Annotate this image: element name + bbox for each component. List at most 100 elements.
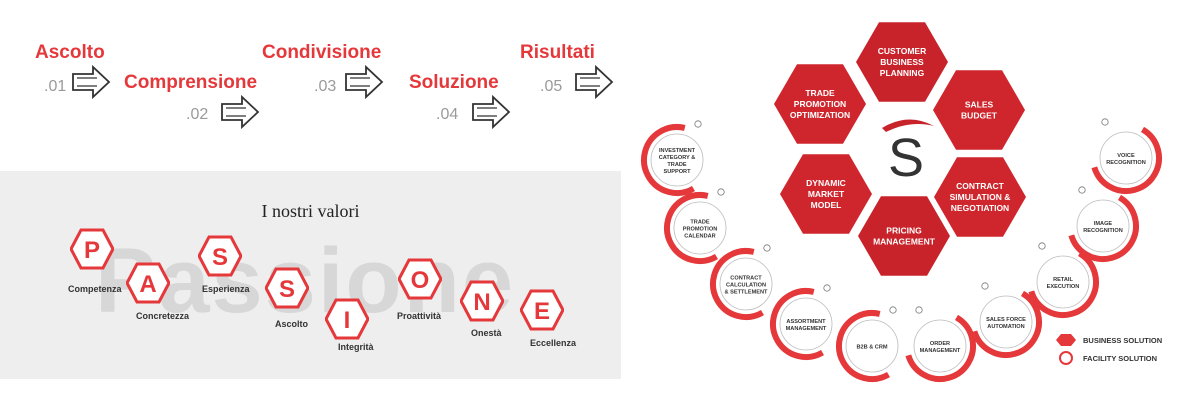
hexagon-shape xyxy=(934,157,1026,237)
business-solution-label: PRICING xyxy=(886,226,922,236)
value-hex: N xyxy=(459,279,505,323)
legend-facility-label: FACILITY SOLUTION xyxy=(1083,354,1157,363)
facility-solution-label: ORDER xyxy=(930,341,950,347)
hexagon-icon: P xyxy=(69,228,115,270)
step-title-soluzione: Soluzione xyxy=(409,72,499,93)
hexagon-icon: A xyxy=(125,262,171,304)
step-title-ascolto: Ascolto xyxy=(35,42,105,63)
arrow-right-icon xyxy=(72,64,111,100)
facility-solution-label: ASSORTMENT xyxy=(786,319,826,325)
facility-solution-label: CONTRACT xyxy=(730,276,762,282)
facility-solution-label: B2B & CRM xyxy=(856,345,887,351)
arrow-right-icon xyxy=(472,94,511,130)
value-word: Competenza xyxy=(68,284,122,294)
value-letter: I xyxy=(344,307,351,334)
business-solution-label: PLANNING xyxy=(880,68,925,78)
business-solution-label: CUSTOMER xyxy=(878,46,927,56)
value-word: Integrità xyxy=(338,342,374,352)
hexagon-shape xyxy=(933,70,1025,150)
step-number: .04 xyxy=(436,106,459,123)
arrow-right-icon xyxy=(221,94,260,130)
facility-solution-label: CATEGORY & xyxy=(659,155,696,161)
connector-dot-icon xyxy=(889,306,897,314)
facility-solution-label: INVESTMENT xyxy=(659,148,696,154)
business-solution-label: MARKET xyxy=(808,189,845,199)
facility-solution-label: EXECUTION xyxy=(1047,284,1080,290)
business-hex-group: CUSTOMERBUSINESSPLANNINGTRADEPROMOTIONOP… xyxy=(774,22,1026,276)
hexagon-icon: E xyxy=(519,289,565,331)
value-word: Eccellenza xyxy=(530,338,577,348)
legend-business-label: BUSINESS SOLUTION xyxy=(1083,336,1162,345)
hexagon-icon: O xyxy=(397,258,443,300)
step-number: .03 xyxy=(314,78,337,95)
hexagon-shape xyxy=(858,196,950,276)
value-letter: O xyxy=(411,267,430,294)
business-solution-label: BUSINESS xyxy=(880,57,924,67)
facility-solution-label: MANAGEMENT xyxy=(786,326,827,332)
value-hex: S xyxy=(264,266,310,310)
step-number: .05 xyxy=(540,78,563,95)
facility-solution-label: & SETTLEMENT xyxy=(725,290,768,296)
business-solution-label: PROMOTION xyxy=(794,99,846,109)
connector-dot-icon xyxy=(694,120,702,128)
business-solution-label: OPTIMIZATION xyxy=(790,110,850,120)
facility-solution-label: TRADE xyxy=(690,220,710,226)
legend-business-hex-icon xyxy=(1056,334,1076,346)
hexagon-icon: N xyxy=(459,280,505,322)
business-solution-label: SALES xyxy=(965,100,994,110)
connector-dot-icon xyxy=(915,306,923,314)
business-solution-label: MANAGEMENT xyxy=(873,237,936,247)
business-solution-label: NEGOTIATION xyxy=(951,203,1009,213)
facility-solution-label: IMAGE xyxy=(1094,221,1113,227)
value-hex: E xyxy=(519,288,565,332)
value-letter: S xyxy=(279,276,295,303)
connector-dot-icon xyxy=(1101,118,1109,126)
facility-solution-label: AUTOMATION xyxy=(987,324,1024,330)
logo-swoosh-icon xyxy=(882,119,934,132)
value-word: Onestà xyxy=(471,328,502,338)
business-solution-label: DYNAMIC xyxy=(806,178,846,188)
business-solution-label: BUDGET xyxy=(961,111,998,121)
legend-facility-circle-icon xyxy=(1059,351,1073,365)
step-title-condivisione: Condivisione xyxy=(262,42,382,63)
facility-solution-label: RECOGNITION xyxy=(1106,160,1145,166)
value-letter: S xyxy=(212,244,228,271)
value-hex: S xyxy=(197,234,243,278)
value-letter: A xyxy=(139,271,156,298)
arrow-right-icon xyxy=(345,64,384,100)
business-solution-label: CONTRACT xyxy=(956,181,1004,191)
value-letter: P xyxy=(84,237,100,264)
hexagon-icon: S xyxy=(197,235,243,277)
connector-dot-icon xyxy=(1078,186,1086,194)
values-title: I nostri valori xyxy=(261,201,360,221)
connector-dot-icon xyxy=(717,188,725,196)
value-word: Concretezza xyxy=(136,311,190,321)
business-solution-label: MODEL xyxy=(811,200,842,210)
value-word: Proattività xyxy=(397,311,442,321)
facility-solution-label: VOICE xyxy=(1117,153,1135,159)
value-hex: O xyxy=(397,257,443,301)
hexagon-shape xyxy=(780,154,872,234)
center-logo: S xyxy=(882,119,934,188)
connector-dot-icon xyxy=(823,284,831,292)
values-panel: Passione I nostri valori PCompetenzaACon… xyxy=(0,171,621,379)
center-logo-letter: S xyxy=(888,128,924,188)
arrow-right-icon xyxy=(575,64,614,100)
facility-solution-label: CALENDAR xyxy=(684,234,715,240)
value-word: Ascolto xyxy=(275,319,309,329)
